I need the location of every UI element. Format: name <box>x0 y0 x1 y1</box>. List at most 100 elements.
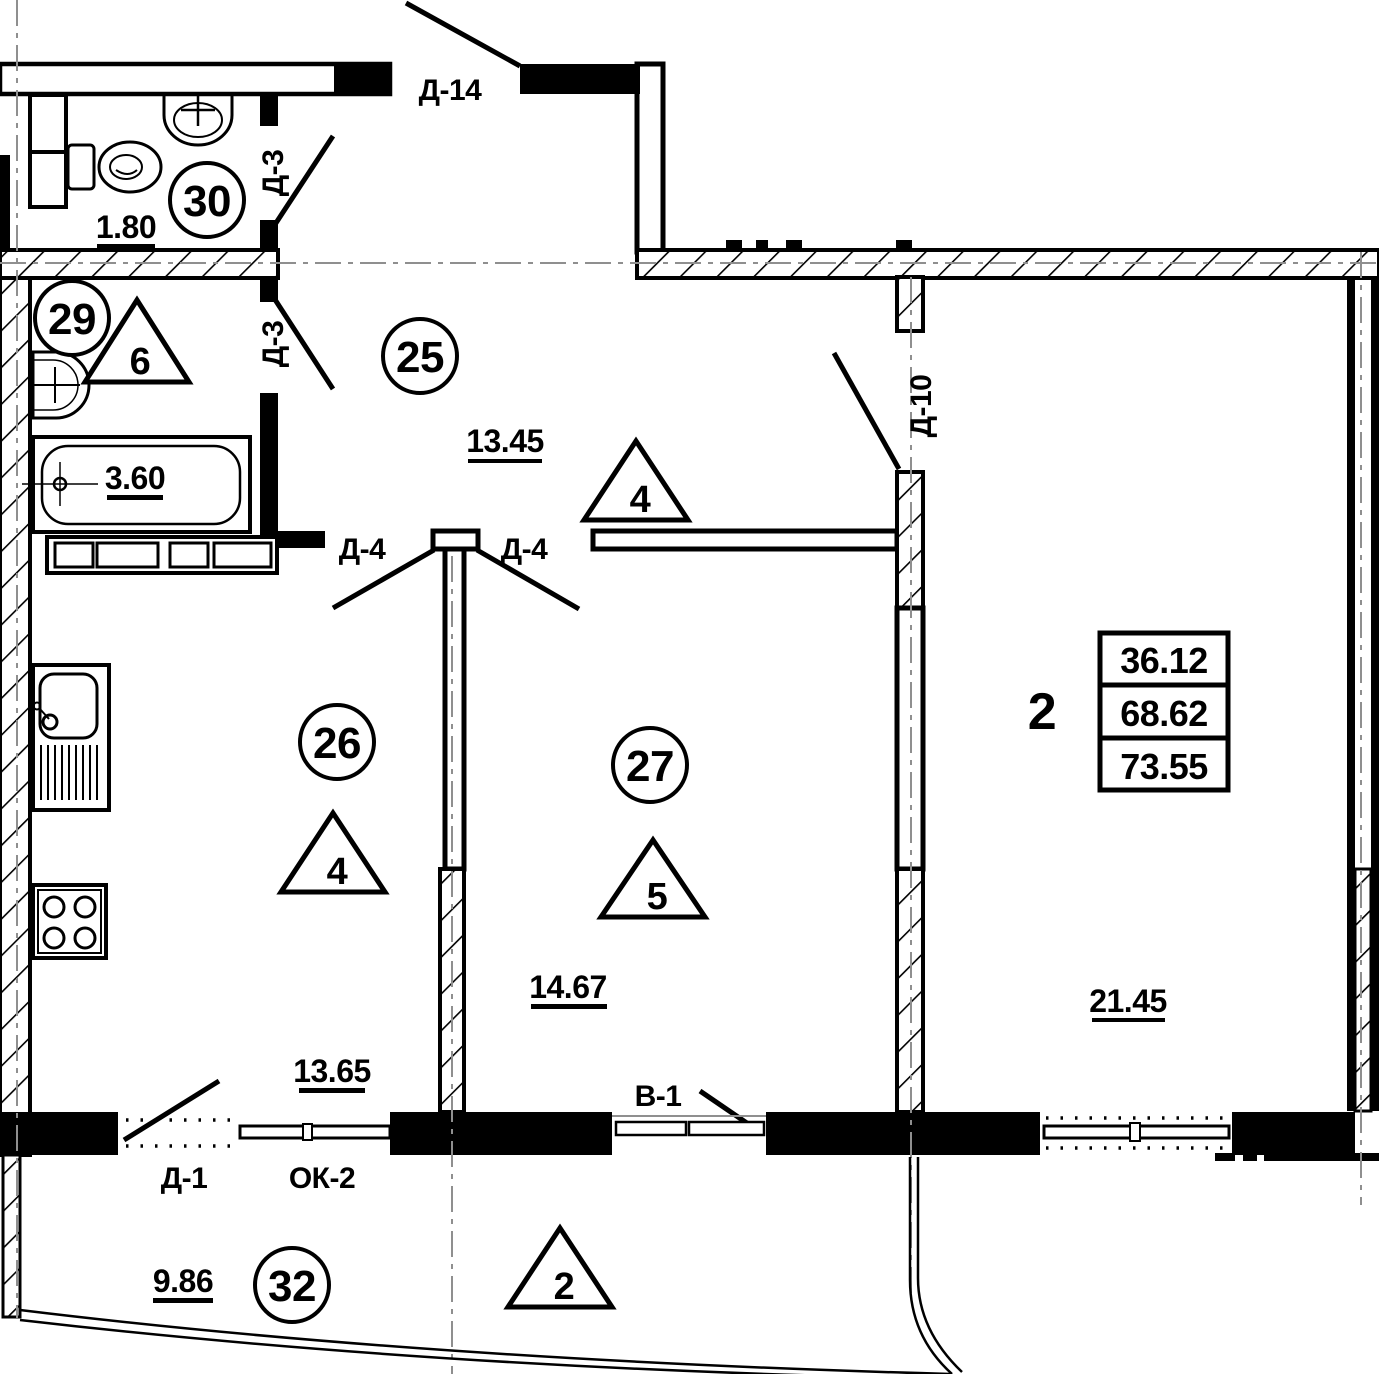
window-right-tick <box>1129 1122 1141 1142</box>
bath-door-label: Д-3 <box>257 321 290 368</box>
triangle-hall-number: 4 <box>630 479 651 521</box>
balcony-exit-door-label: Д-1 <box>161 1162 208 1195</box>
area-labels: 1.80 3.60 13.45 13.65 14.67 21.45 9.86 <box>96 209 1167 1303</box>
vent-cell-4 <box>212 541 273 569</box>
wall-left-upper-bar <box>0 155 10 252</box>
balcony-window-label: ОК-2 <box>289 1162 355 1195</box>
balcony-side-inner <box>916 1157 963 1373</box>
apartment-number: 2 <box>1028 683 1056 741</box>
triangle-bath-number: 6 <box>130 341 151 383</box>
area-bath-underline <box>107 495 163 500</box>
area-room: 14.67 <box>529 969 607 1005</box>
stove-inner <box>37 889 102 954</box>
balcony-door-window-label: В-1 <box>635 1080 682 1113</box>
area-wc: 1.80 <box>96 209 156 245</box>
room-27-number: 27 <box>626 742 674 791</box>
wall-left-outer <box>0 276 32 1157</box>
v1-frame-left <box>614 1120 688 1137</box>
toilet-tank <box>66 143 96 191</box>
triangle-room <box>596 835 710 920</box>
room-door-leaf <box>475 547 581 612</box>
window-ok2-frame <box>238 1124 392 1140</box>
room-30-number: 30 <box>183 177 231 226</box>
wall-hall-room27 <box>590 528 900 552</box>
bathtub-inner <box>40 444 242 526</box>
floor-mark-triangles <box>80 295 710 1310</box>
triangle-balcony-number: 2 <box>554 1266 575 1308</box>
opening-labels: Д-14 Д-3 Д-3 Д-4 Д-4 Д-10 Д-1 ОК-2 В-1 <box>161 74 938 1195</box>
vent-cell-2 <box>95 541 160 569</box>
triangle-bath <box>80 295 194 385</box>
stove-outer <box>31 883 108 960</box>
walls <box>0 61 1379 1319</box>
room-door-label: Д-4 <box>501 533 548 566</box>
wall-bottom-segments <box>0 1112 1355 1155</box>
wc-door-label: Д-3 <box>257 150 290 197</box>
area-balcony-underline <box>153 1298 213 1303</box>
area-table-living: 36.12 <box>1120 640 1208 681</box>
room-29-circle <box>33 279 111 357</box>
wall-wc-right-a <box>260 92 278 126</box>
wall-entry-vertical <box>634 61 666 255</box>
toilet-bowl-inner <box>109 154 143 180</box>
area-room-underline <box>531 1004 607 1009</box>
area-kitchen: 13.65 <box>293 1053 371 1089</box>
stove-burner-3 <box>42 926 66 950</box>
wall-top-left <box>0 61 393 97</box>
stove-burner-4 <box>73 926 97 950</box>
room-30-circle <box>168 161 246 239</box>
area-living: 21.45 <box>1089 983 1167 1019</box>
room-29-number: 29 <box>48 295 96 344</box>
wc-cabinet-bottom <box>28 150 68 209</box>
area-table-total: 73.55 <box>1120 746 1208 787</box>
entry-door-leaf <box>404 0 522 69</box>
area-table-usable: 68.62 <box>1120 693 1208 734</box>
wall-hall-west-stub <box>277 531 325 548</box>
wall-right-inner-line <box>1347 278 1355 1111</box>
area-wc-underline <box>97 244 155 249</box>
stove-burner-2 <box>73 895 97 919</box>
area-table-box <box>1097 630 1231 793</box>
kitchen-door-label: Д-4 <box>339 533 386 566</box>
toilet-bowl-detail <box>115 169 138 175</box>
triangle-hall <box>579 436 693 523</box>
area-kitchen-underline <box>299 1088 365 1093</box>
triangle-kitchen-number: 4 <box>327 851 348 893</box>
wc-door-leaf <box>271 134 336 228</box>
balcony-side-outer <box>908 1157 953 1374</box>
wc-cabinet-top <box>28 93 68 154</box>
wall-bath-right-a <box>260 277 278 302</box>
window-ok2-tick <box>302 1123 313 1141</box>
toilet-bowl <box>97 140 163 194</box>
room-32-number: 32 <box>268 1262 316 1311</box>
kitchen-door-leaf <box>331 547 436 611</box>
stove-burner-1 <box>42 895 66 919</box>
balcony-outline <box>19 1157 963 1374</box>
apartment-area-table: 2 36.12 68.62 73.55 <box>1028 630 1231 793</box>
bath-door-leaf <box>271 296 336 391</box>
room-number-labels: 30 29 25 26 27 32 <box>48 177 674 1311</box>
triangle-balcony <box>503 1223 617 1310</box>
room-32-circle <box>253 1246 331 1324</box>
room-26-circle <box>298 703 376 781</box>
area-hall: 13.45 <box>466 423 544 459</box>
bath-washbasin-inner <box>32 359 79 411</box>
vent-cell-3 <box>168 541 210 569</box>
area-bath: 3.60 <box>105 460 165 496</box>
room-25-circle <box>381 317 459 395</box>
kitchen-drainboard-lines <box>40 745 98 800</box>
room-number-circles <box>33 161 689 1324</box>
room-26-number: 26 <box>313 719 361 768</box>
area-balcony: 9.86 <box>153 1263 213 1299</box>
doors-windows <box>122 0 1231 1150</box>
wc-washbasin-outer <box>162 92 234 147</box>
area-living-underline <box>1092 1018 1165 1022</box>
wall-top-right-band <box>520 64 640 94</box>
kitchen-faucet-line <box>39 708 50 720</box>
fixtures <box>22 92 252 960</box>
area-hall-underline <box>468 459 542 463</box>
kitchen-sink-drain <box>41 713 59 731</box>
